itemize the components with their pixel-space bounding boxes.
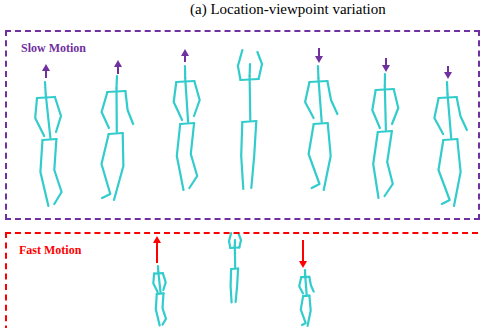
dashed-region: Slow Motion [5,30,480,220]
motion-arrow [299,240,307,268]
stick-figure [174,66,200,190]
stick-figure [434,82,467,206]
motion-arrow [153,236,161,263]
region-label: Slow Motion [21,41,86,56]
motion-arrow [444,66,452,79]
stick-figure [102,76,134,200]
stick-figure [229,233,241,303]
stick-figure [372,74,398,198]
motion-arrow [315,48,323,63]
region-label: Fast Motion [19,243,81,258]
motion-arrow [114,60,122,74]
stick-figure [153,266,166,326]
motion-arrow [181,49,189,62]
motion-arrow [382,58,390,72]
dashed-region: Fast Motion [5,232,478,328]
stick-figure [238,50,262,189]
motion-arrow [42,64,50,78]
stick-figure [35,82,61,206]
figure-title: (a) Location-viewpoint variation [190,1,386,18]
stick-figure [305,66,337,190]
stick-figure [299,270,314,326]
